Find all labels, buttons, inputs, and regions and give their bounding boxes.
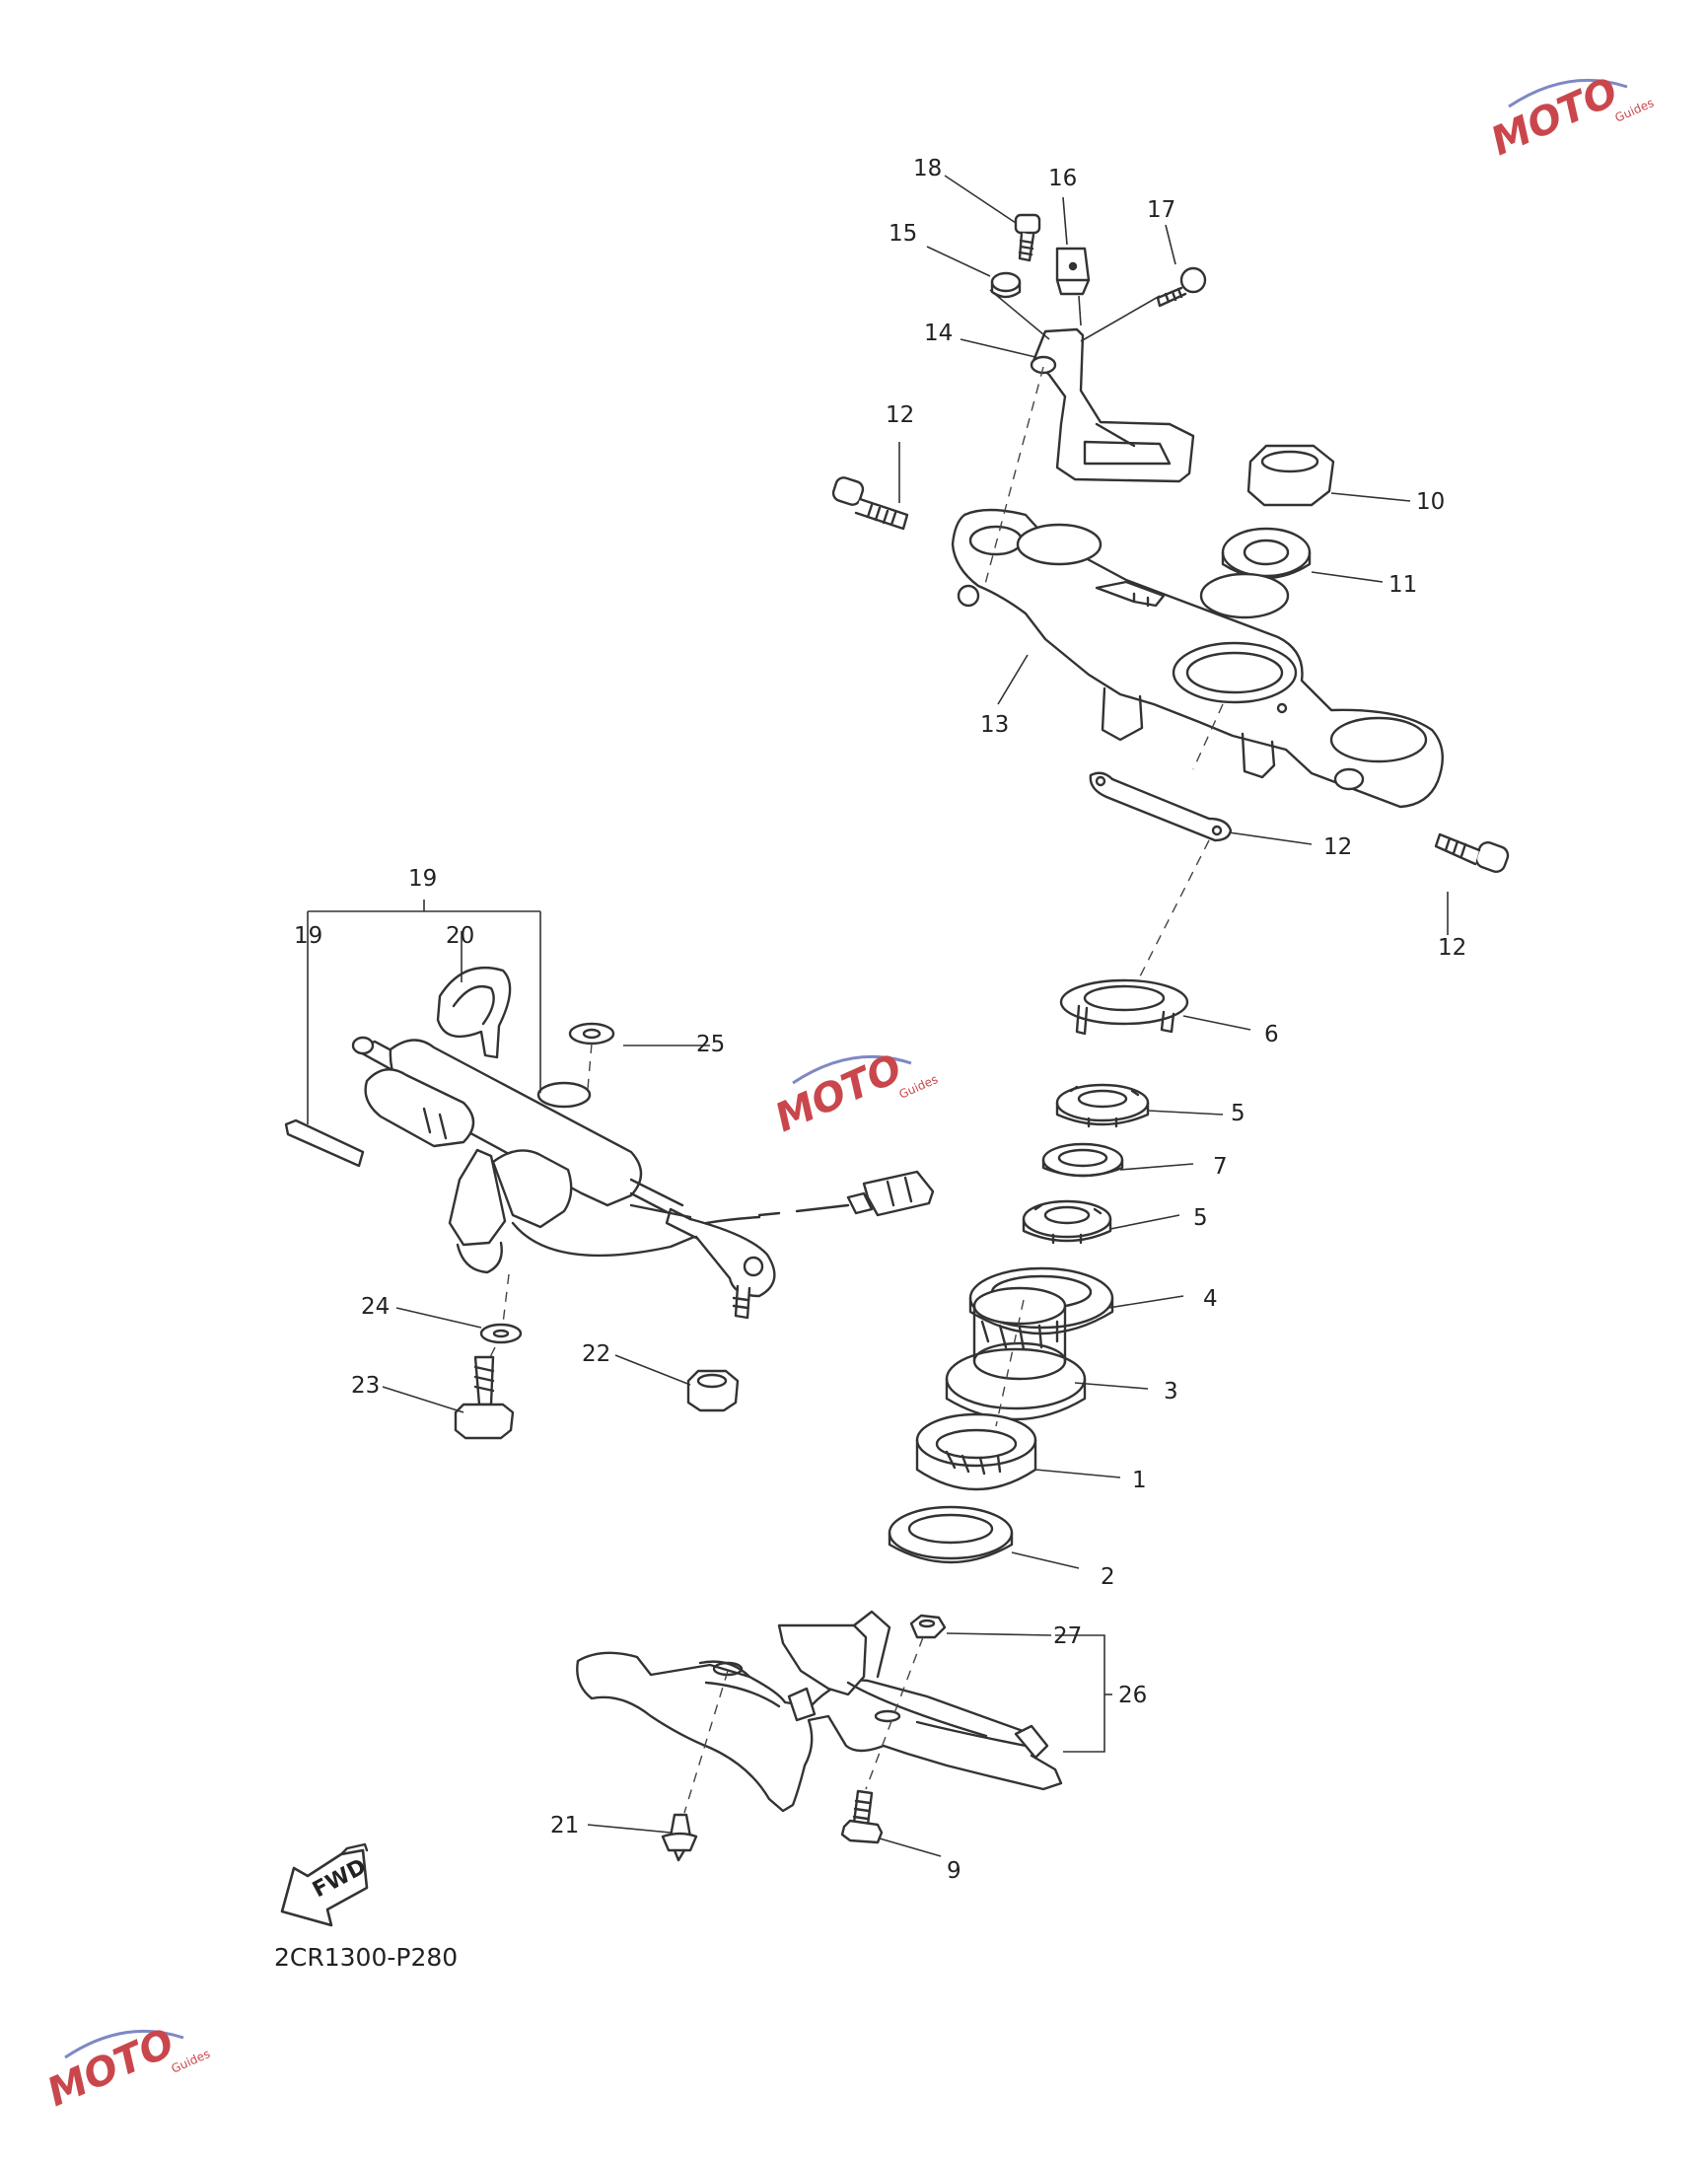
damper-18-icon (351, 1036, 776, 1320)
upper-bracket-11-icon (951, 508, 1444, 809)
nut-15-icon (1055, 247, 1091, 296)
callout-8: 10 (1416, 489, 1446, 515)
callout-23: 25 (696, 1032, 726, 1057)
band-19-left-icon (284, 1118, 365, 1168)
ring-nut-5-lower-icon (1022, 1199, 1112, 1245)
collar-14-icon (990, 271, 1022, 299)
callout-7: 7 (1213, 1154, 1228, 1180)
callout-24: 26 (1118, 1683, 1148, 1708)
damper-lead-icon (704, 1170, 935, 1225)
callout-20: 22 (582, 1341, 611, 1367)
nut-20-icon (686, 1369, 740, 1412)
plate-10-icon (1089, 771, 1233, 842)
callout-25: 27 (1053, 1623, 1083, 1649)
washer-7-icon (1041, 1142, 1124, 1178)
callout-12-upper: 12 (886, 402, 915, 428)
fwd-arrow-icon (280, 1842, 369, 1927)
bearing-3-icon (945, 1286, 1087, 1421)
watermark-logo-bottom: MOTO Guides (40, 2020, 212, 2116)
washer-22-icon (479, 1323, 523, 1344)
callout-4: 4 (1203, 1286, 1218, 1312)
bracket-13-icon (1030, 327, 1195, 483)
watermark-swoosh-icon (64, 2029, 184, 2059)
callout-11: 13 (980, 712, 1010, 738)
leader-lines (307, 175, 1449, 1857)
race-1-icon (915, 1412, 1037, 1491)
callout-3: 3 (1164, 1379, 1178, 1405)
bolt-21-icon (454, 1355, 515, 1440)
ring-nut-5-upper-icon (1055, 1083, 1150, 1128)
bolt-17-icon (1014, 213, 1041, 262)
watermark-swoosh-icon (792, 1054, 912, 1085)
cover-24-icon (576, 1610, 1063, 1813)
alignment-lines (488, 366, 1224, 1814)
callout-10: 12 (1323, 834, 1353, 860)
callout-5-upper: 5 (1231, 1101, 1245, 1126)
rivet-27-icon (661, 1813, 698, 1862)
callout-6: 6 (1264, 1022, 1279, 1047)
ring-6-icon (1059, 978, 1189, 1036)
callout-21: 23 (351, 1373, 381, 1399)
callout-27: 21 (550, 1813, 580, 1838)
washer-9-icon (1221, 527, 1312, 580)
diagram-code: 2CR1300-P280 (274, 1943, 459, 1972)
bolt-12-upper-icon (831, 476, 909, 531)
callout-16: 17 (1147, 197, 1176, 223)
watermark-swoosh-icon (1508, 78, 1628, 108)
washer-23-icon (568, 1022, 615, 1045)
callout-13: 14 (924, 321, 954, 346)
callout-12-lower: 12 (1438, 935, 1467, 961)
bolt-26-icon (840, 1789, 884, 1844)
grommet-25-icon (909, 1614, 947, 1639)
callout-5-lower: 5 (1193, 1205, 1208, 1231)
callout-26: 9 (947, 1858, 961, 1884)
callout-22: 24 (361, 1294, 391, 1320)
bolt-12-lower-icon (1434, 832, 1510, 874)
callout-15: 16 (1048, 166, 1078, 191)
callout-1: 1 (1132, 1468, 1147, 1493)
race-2-icon (888, 1505, 1014, 1564)
watermark-logo-middle: MOTO Guides (768, 1045, 940, 1141)
watermark-logo-top: MOTO Guides (1484, 69, 1656, 165)
callout-19-left: 19 (294, 923, 323, 949)
nut-8-icon (1246, 444, 1335, 507)
band-19-upper-icon (436, 966, 512, 1059)
callout-17: 18 (913, 156, 943, 181)
callout-14: 15 (889, 221, 918, 247)
callout-18: 19 (408, 866, 438, 892)
screw-16-icon (1156, 266, 1207, 308)
callout-2: 2 (1101, 1564, 1115, 1590)
callout-9: 11 (1388, 572, 1418, 598)
callout-19-upper: 20 (446, 923, 475, 949)
